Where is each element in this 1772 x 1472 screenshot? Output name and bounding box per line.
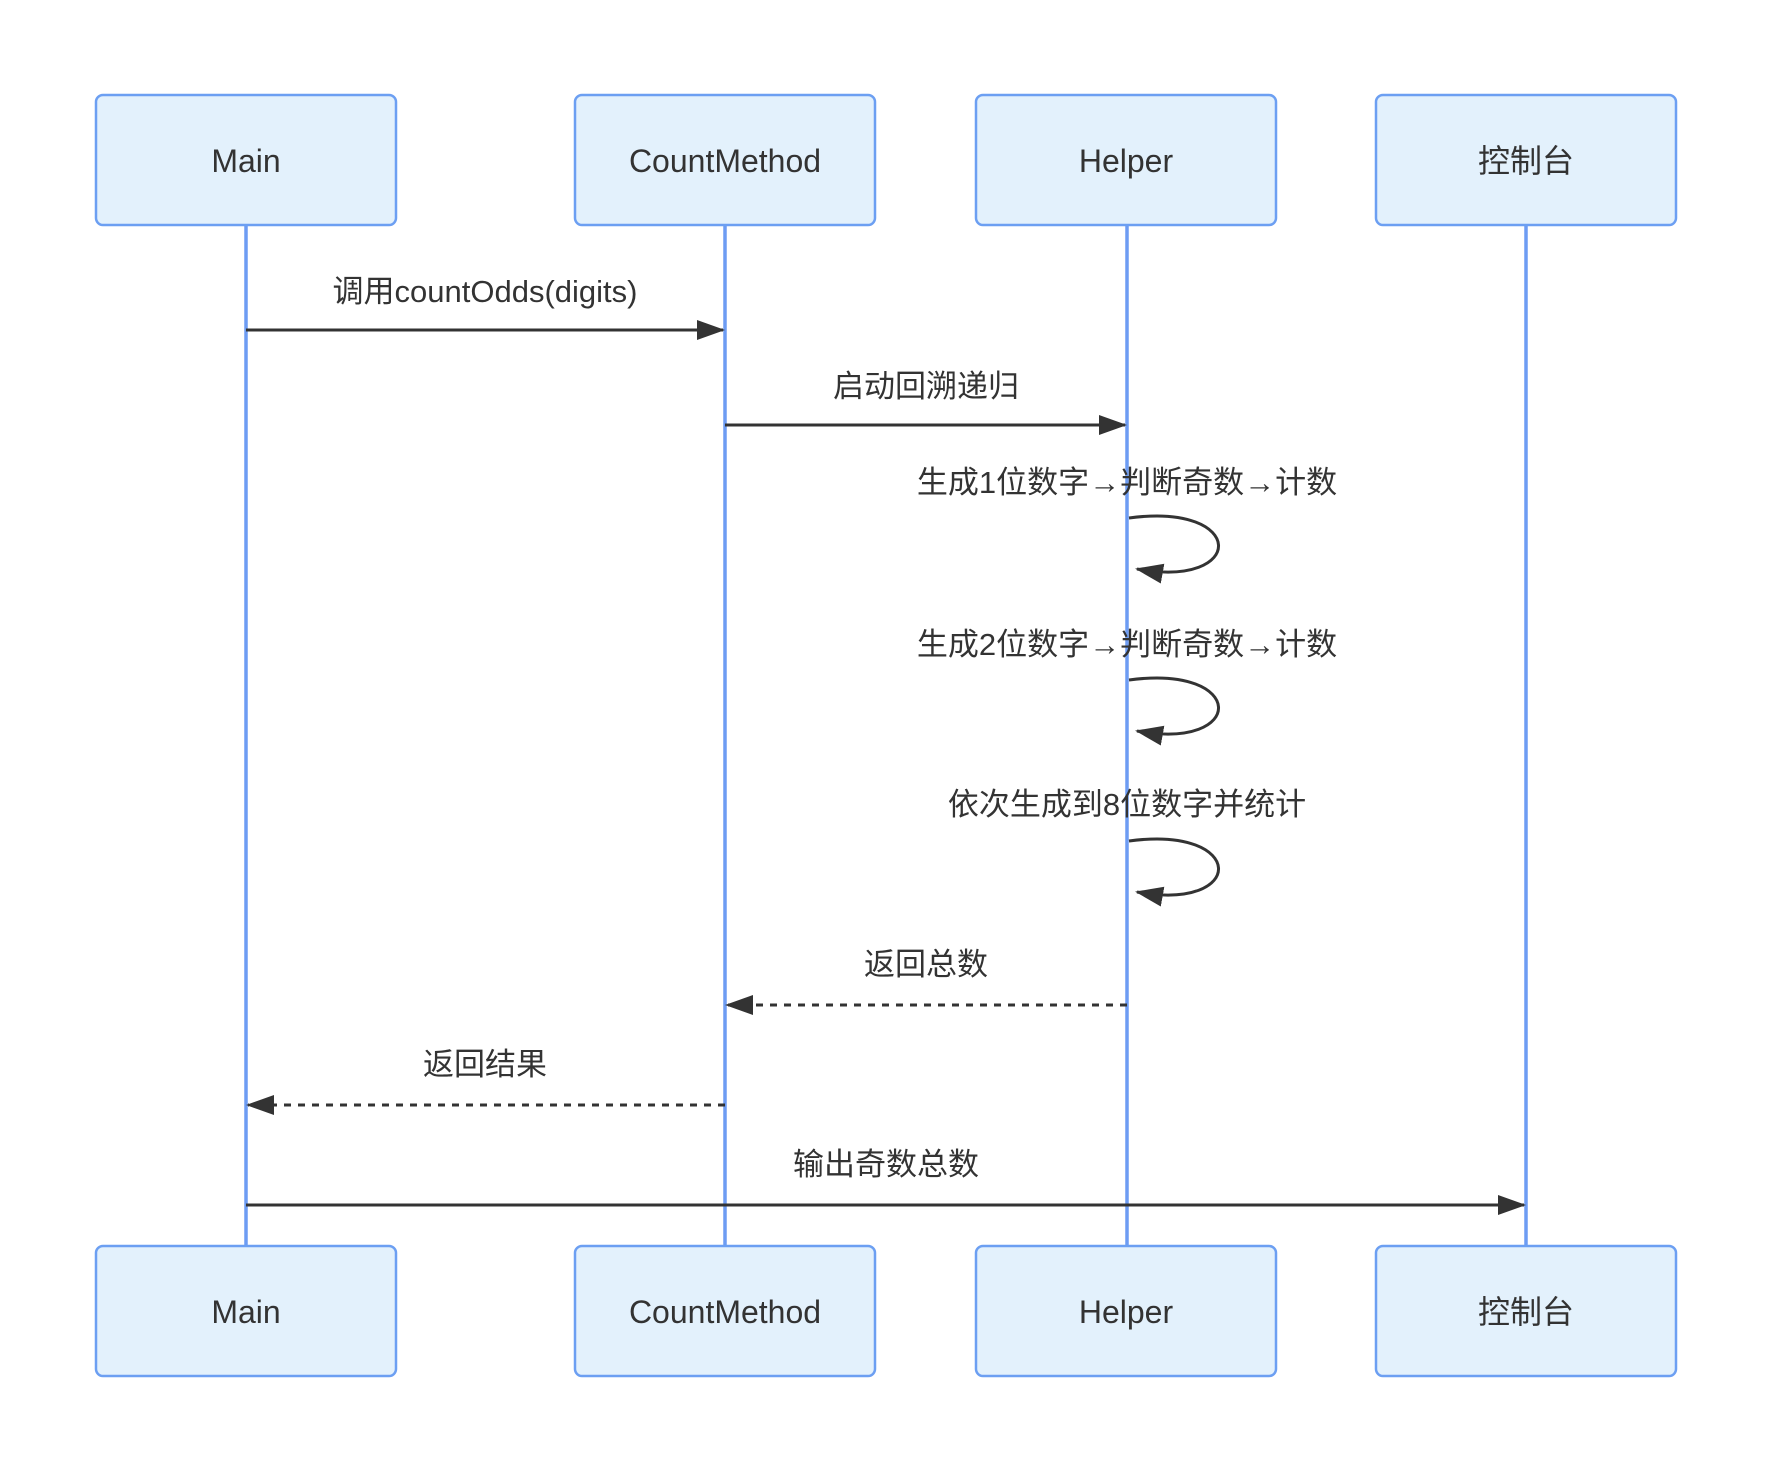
actor-label-bottom-countmethod: CountMethod [629, 1294, 821, 1330]
actor-label-top-countmethod: CountMethod [629, 143, 821, 179]
actor-box-top-countmethod [573, 93, 877, 227]
message-label: 返回结果 [423, 1047, 547, 1082]
message-call-countodds: 调用countOdds(digits) [246, 274, 725, 340]
message-return-result: 返回结果 [246, 1047, 725, 1115]
actor-box-bottom-helper [974, 1244, 1278, 1378]
message-label: 生成1位数字→判断奇数→计数 [917, 465, 1337, 500]
actor-row-top: Main CountMethod Helper 控制台 [94, 93, 1678, 227]
message-label: 调用countOdds(digits) [333, 274, 638, 309]
message-return-total: 返回总数 [725, 947, 1127, 1015]
self-message-generate-to-8-digit: 依次生成到8位数字并统计 [948, 787, 1306, 907]
actor-label-bottom-main: Main [211, 1294, 280, 1330]
self-loop-arrow [1128, 514, 1220, 584]
self-loop-arrow [1128, 837, 1220, 907]
actor-box-top-helper [974, 93, 1278, 227]
actor-label-top-console: 控制台 [1478, 143, 1574, 179]
actor-box-bottom-console [1374, 1244, 1678, 1378]
actor-label-bottom-helper: Helper [1079, 1294, 1174, 1330]
actor-label-bottom-console: 控制台 [1478, 1294, 1574, 1330]
actor-box-top-console [1374, 93, 1678, 227]
message-label: 依次生成到8位数字并统计 [948, 787, 1306, 822]
message-label: 启动回溯递归 [833, 369, 1019, 404]
actor-label-top-main: Main [211, 143, 280, 179]
message-label: 返回总数 [864, 947, 988, 982]
actor-label-top-helper: Helper [1079, 143, 1174, 179]
actor-row-bottom: Main CountMethod Helper 控制台 [94, 1244, 1678, 1378]
actor-box-bottom-main [94, 1244, 398, 1378]
self-message-generate-1-digit: 生成1位数字→判断奇数→计数 [917, 465, 1337, 584]
message-label: 输出奇数总数 [793, 1147, 979, 1182]
self-loop-arrow [1128, 676, 1220, 746]
actor-box-bottom-countmethod [573, 1244, 877, 1378]
self-message-generate-2-digit: 生成2位数字→判断奇数→计数 [917, 627, 1337, 746]
message-start-backtrack: 启动回溯递归 [725, 369, 1127, 435]
message-output-odd-total: 输出奇数总数 [246, 1147, 1526, 1215]
message-label: 生成2位数字→判断奇数→计数 [917, 627, 1337, 662]
actor-box-top-main [94, 93, 398, 227]
lifelines [244, 225, 1528, 1246]
